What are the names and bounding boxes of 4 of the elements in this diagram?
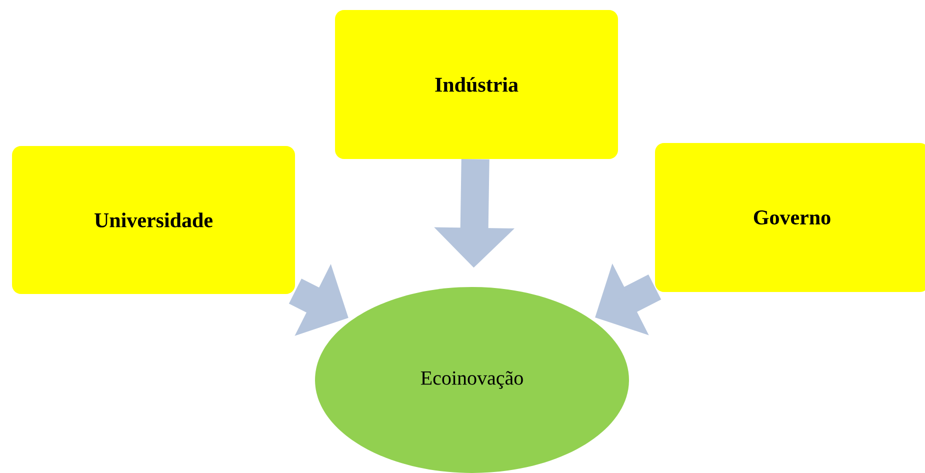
ellipse-node: Ecoinovação xyxy=(315,287,629,473)
rounded-box: Indústria xyxy=(335,10,618,159)
rounded-box: Universidade xyxy=(12,146,295,294)
rounded-box: Governo xyxy=(655,143,925,292)
